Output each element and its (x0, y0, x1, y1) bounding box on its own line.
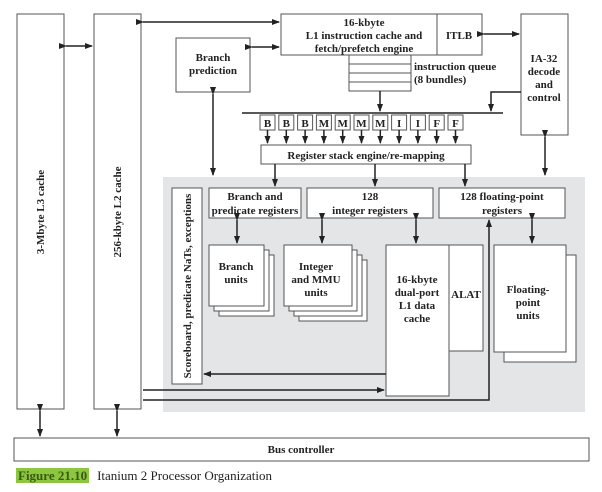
branch-prediction-line1: Branch (196, 52, 231, 64)
branch-units-line2: units (224, 274, 248, 286)
issue-port-label: M (338, 118, 349, 130)
l1-icache-line3: fetch/prefetch engine (315, 43, 414, 55)
issue-port-b: B (297, 114, 314, 144)
fp-regs-line1: 128 floating-point (460, 191, 544, 203)
fp-registers: 128 floating-point registers (438, 187, 566, 219)
bpr-line1: Branch and (227, 191, 282, 203)
l3-cache-label: 3-Mbyte L3 cache (35, 170, 47, 254)
scoreboard-label: Scoreboard, predicate NaTs, exceptions (182, 193, 194, 378)
issue-port-label: B (301, 118, 309, 130)
instruction-queue: instruction queue (8 bundles) (348, 54, 496, 92)
issue-port-m: M (315, 114, 332, 144)
branch-predicate-registers: Branch and predicate registers (208, 187, 302, 219)
l1-icache-line2: L1 instruction cache and (306, 30, 422, 42)
integer-units-block: Integer and MMU units (283, 244, 368, 322)
l1-dcache-line4: cache (404, 313, 430, 325)
itlb-block: ITLB (436, 13, 483, 56)
fp-units-line2: point (516, 297, 541, 309)
issue-port-label: F (433, 118, 440, 130)
ia32-decode-block: IA-32 decode and control (520, 13, 569, 136)
issue-port-label: M (356, 118, 367, 130)
issue-port-label: I (416, 118, 420, 130)
ia32-line4: control (527, 92, 560, 104)
int-units-line1: Integer (299, 261, 333, 273)
l1-dcache-line2: dual-port (395, 287, 440, 299)
instruction-queue-line1: instruction queue (414, 61, 496, 73)
issue-port-f: F (428, 114, 445, 144)
fp-units-line1: Floating- (507, 284, 550, 296)
scoreboard-block: Scoreboard, predicate NaTs, exceptions (171, 187, 203, 385)
int-regs-line1: 128 (362, 191, 379, 203)
int-units-line2: and MMU (291, 274, 340, 286)
branch-units-line1: Branch (219, 261, 254, 273)
bpr-line2: predicate registers (212, 205, 299, 217)
issue-port-label: B (264, 118, 272, 130)
issue-port-label: I (397, 118, 401, 130)
bus-controller-label: Bus controller (268, 444, 335, 456)
l2-cache-block: 256-kbyte L2 cache (93, 13, 142, 410)
l2-cache-label: 256-kbyte L2 cache (112, 166, 124, 257)
l1-icache-block: 16-kbyte L1 instruction cache and fetch/… (280, 13, 449, 56)
branch-prediction-block: Branch prediction (175, 37, 251, 93)
issue-port-m: M (353, 114, 370, 144)
instruction-queue-line2: (8 bundles) (414, 74, 467, 86)
alat-label: ALAT (451, 289, 481, 301)
ia32-line1: IA-32 (531, 53, 558, 65)
l1-dcache-line1: 16-kbyte (397, 274, 438, 286)
issue-port-f: F (447, 114, 464, 144)
ia32-line3: and (535, 79, 553, 91)
figure-title: Itanium 2 Processor Organization (97, 468, 272, 483)
l1-dcache-line3: L1 data (399, 300, 436, 312)
branch-prediction-line2: prediction (189, 65, 237, 77)
branch-units-block: Branch units (208, 244, 275, 317)
issue-port-label: M (375, 118, 386, 130)
register-stack-label: Register stack engine/re-mapping (287, 150, 445, 162)
l1-dcache-block: 16-kbyte dual-port L1 data cache (385, 244, 450, 397)
figure-label: Figure 21.10 (16, 468, 90, 483)
alat-block: ALAT (448, 244, 484, 352)
itlb-label: ITLB (446, 30, 473, 42)
fp-units-line3: units (516, 310, 540, 322)
issue-port-b: B (278, 114, 295, 144)
issue-port-i: I (391, 114, 408, 144)
l3-cache-block: 3-Mbyte L3 cache (16, 13, 65, 410)
issue-port-i: I (409, 114, 426, 144)
issue-port-m: M (334, 114, 351, 144)
figure-caption: Figure 21.10 Itanium 2 Processor Organiza… (16, 468, 272, 484)
fp-units-block: Floating- point units (493, 244, 577, 363)
integer-registers: 128 integer registers (306, 187, 434, 219)
int-units-line3: units (304, 287, 328, 299)
int-regs-line2: integer registers (332, 205, 408, 217)
issue-port-b: B (259, 114, 276, 144)
issue-port-label: F (452, 118, 459, 130)
l1-icache-line1: 16-kbyte (344, 17, 385, 29)
register-stack-block: Register stack engine/re-mapping (260, 144, 472, 165)
bus-controller-block: Bus controller (13, 437, 590, 462)
issue-port-label: M (319, 118, 330, 130)
issue-port-label: B (283, 118, 291, 130)
issue-port-m: M (372, 114, 389, 144)
connectors (37, 19, 548, 437)
ia32-line2: decode (528, 66, 561, 78)
fp-regs-line2: registers (482, 205, 523, 217)
